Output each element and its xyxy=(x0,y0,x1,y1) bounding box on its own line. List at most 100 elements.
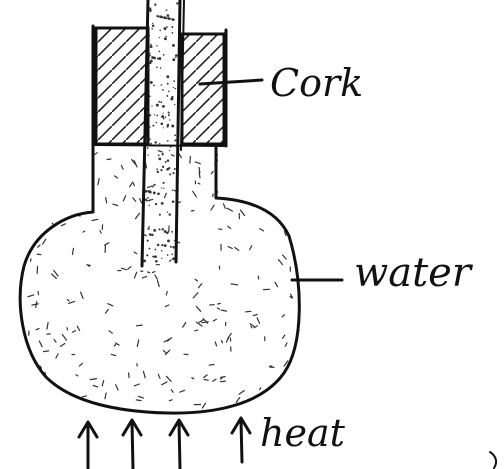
tube-speckle xyxy=(166,26,168,28)
speckle xyxy=(106,309,109,313)
water-label: water xyxy=(354,250,474,296)
speckle xyxy=(106,198,107,203)
tube-speckle xyxy=(161,250,163,252)
speckle xyxy=(211,171,213,173)
tube-speckle xyxy=(172,44,175,47)
speckle xyxy=(37,254,41,255)
speckle xyxy=(284,185,287,186)
speckle xyxy=(220,381,225,382)
speckle xyxy=(204,375,208,378)
tube-speckle xyxy=(163,127,164,128)
tube-speckle xyxy=(148,226,150,228)
speckle xyxy=(256,164,259,166)
tube-speckle xyxy=(148,67,149,68)
tube-speckle xyxy=(161,115,164,118)
tube-speckle xyxy=(163,182,165,184)
speckle xyxy=(155,275,157,279)
tube-speckle xyxy=(153,192,156,195)
speckle xyxy=(215,342,216,346)
speckle xyxy=(79,201,80,203)
speckle xyxy=(260,388,261,390)
tube-speckle xyxy=(155,249,157,251)
speckle xyxy=(128,267,131,269)
tube-speckle xyxy=(168,167,170,169)
speckle xyxy=(92,219,98,220)
speckle xyxy=(95,153,97,155)
tube-speckle xyxy=(156,122,157,123)
speckle xyxy=(221,341,222,343)
tube-speckle xyxy=(146,254,148,256)
speckle xyxy=(221,377,225,378)
speckle xyxy=(133,182,135,186)
speckle xyxy=(35,192,36,194)
speckle xyxy=(71,175,78,176)
speckle xyxy=(36,329,39,330)
tube-speckle xyxy=(149,126,150,127)
tube-speckle xyxy=(165,116,167,118)
speckle xyxy=(87,265,90,266)
speckle xyxy=(190,156,191,163)
tube-speckle xyxy=(161,187,162,188)
tube-speckle xyxy=(148,68,150,70)
tube-speckle xyxy=(152,125,154,127)
tube-speckle xyxy=(150,45,153,48)
speckle xyxy=(111,354,115,355)
speckle xyxy=(240,210,244,216)
speckle xyxy=(102,381,104,386)
speckle xyxy=(134,384,139,386)
tube-speckle xyxy=(171,231,173,233)
speckle xyxy=(79,363,82,366)
tube-speckle xyxy=(173,80,175,82)
speckle xyxy=(79,176,80,180)
speckle xyxy=(148,272,150,273)
tube-speckle xyxy=(151,105,152,106)
speckle xyxy=(172,155,175,156)
tube-speckle xyxy=(149,96,151,98)
speckle xyxy=(33,396,36,398)
tube-speckle xyxy=(149,55,151,57)
tube-speckle xyxy=(170,98,173,101)
tube-speckle xyxy=(148,190,151,193)
speckle xyxy=(192,378,194,379)
tube-speckle xyxy=(166,95,168,97)
tube-speckle xyxy=(173,87,174,88)
tube-speckle xyxy=(156,66,158,68)
speckle xyxy=(250,199,254,200)
tube-speckle xyxy=(167,83,169,85)
tube-speckle xyxy=(168,114,170,116)
speckle xyxy=(274,202,278,205)
speckle xyxy=(45,222,48,225)
speckle xyxy=(280,167,281,171)
tube-speckle xyxy=(162,153,164,155)
tube-speckle xyxy=(163,118,165,120)
speckle xyxy=(239,391,244,395)
speckle xyxy=(35,217,36,221)
speckle xyxy=(130,183,132,187)
speckle xyxy=(47,323,48,330)
tube-speckle xyxy=(172,58,175,61)
speckle xyxy=(41,154,46,157)
tube-speckle xyxy=(165,17,167,19)
speckle xyxy=(39,341,42,347)
speckle xyxy=(162,382,167,385)
tube-speckle xyxy=(169,150,170,151)
tube-speckle xyxy=(162,105,165,108)
speckle xyxy=(258,276,259,279)
tube-speckle xyxy=(148,228,150,230)
tube-speckle xyxy=(150,53,151,54)
tube-speckle xyxy=(153,184,155,186)
speckle xyxy=(227,172,229,173)
tube-speckle xyxy=(148,154,149,155)
speckle xyxy=(40,191,42,196)
speckle xyxy=(236,155,240,156)
tube-speckle xyxy=(154,141,156,143)
tube-speckle xyxy=(175,54,178,57)
tube-speckle xyxy=(173,19,175,21)
tube-speckle xyxy=(174,139,176,141)
tube-speckle xyxy=(149,138,151,140)
speckle xyxy=(180,390,185,392)
speckle xyxy=(121,166,123,170)
tube-speckle xyxy=(164,27,167,30)
flask-outline xyxy=(20,146,299,413)
tube-speckle xyxy=(149,248,151,250)
